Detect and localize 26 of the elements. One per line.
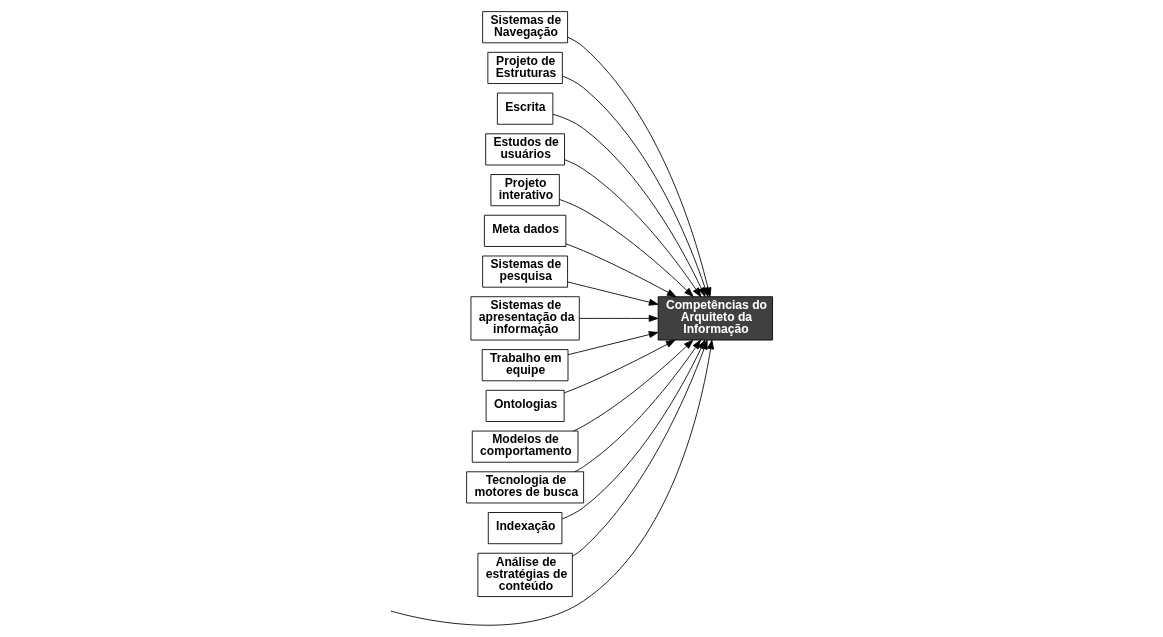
arrow [566,281,658,306]
arrow [558,199,694,297]
arrow [565,243,676,298]
node-box: Meta dados [483,214,566,247]
arrow [567,331,658,356]
arrow [552,113,705,297]
node-box: Projeto interativo [489,174,560,207]
arrow [572,339,693,432]
node-box: Ontologias [485,389,565,422]
arrow [561,75,708,297]
arrow [563,159,701,298]
node-box: Sistemas de apresentação da informação [470,296,580,341]
node-box: Trabalho em equipe [481,349,568,382]
arrow [578,314,658,322]
node-box: Projeto de Estruturas [486,51,563,84]
node-box: Estudos de usuários [484,133,565,166]
node-box: Tecnologia de motores de busca [465,471,584,504]
arrow [563,339,675,394]
node-box: Sistemas de Navegação [481,11,568,44]
node-box: Indexação [487,512,562,545]
arrow [574,339,701,473]
node-box: Competências do Arquiteto da Informação [657,296,773,341]
node-box: Análise de estratégias de conteúdo [476,552,573,597]
node-box: Modelos de comportamento [471,430,578,463]
node-box: Escrita [496,92,553,125]
node-box: Sistemas de pesquisa [481,255,568,288]
